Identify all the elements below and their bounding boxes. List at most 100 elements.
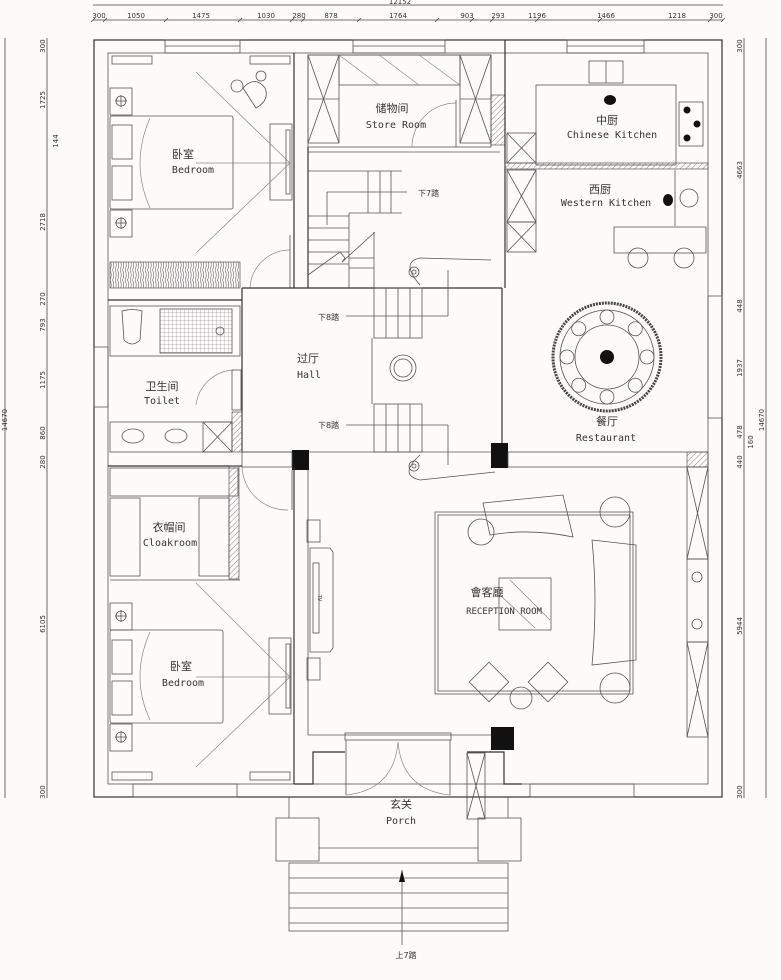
left-dim: 2718	[39, 213, 47, 231]
dimension-tick	[597, 17, 603, 23]
reception-room: TV 會客廳 RECEPTION ROOM	[306, 466, 709, 750]
armchair	[242, 81, 267, 109]
room-label-en: Porch	[386, 816, 416, 827]
tv-label: TV	[316, 594, 322, 602]
top-dim: 300	[92, 12, 105, 20]
room-label-cn: 西厨	[589, 183, 611, 196]
hall: 下8踏 下8踏 过厅 Hall	[241, 270, 508, 481]
stair-note: 下8踏	[318, 312, 339, 322]
right-dim: 160	[747, 435, 755, 448]
room-label-cn: 玄关	[390, 797, 412, 811]
entrance-door	[345, 741, 399, 796]
dimension-tick	[469, 17, 475, 23]
dimension-tick	[356, 17, 362, 23]
side-table	[599, 672, 631, 704]
top-dim: 280	[292, 12, 305, 20]
dimension-tick	[300, 17, 306, 23]
right-dim: 478	[736, 425, 744, 438]
left-dim: 793	[39, 318, 47, 331]
entrance-steps	[288, 862, 509, 932]
stairs-upper: 下7踏	[307, 147, 500, 288]
basin	[121, 428, 145, 444]
top-dim: 1218	[668, 12, 686, 20]
room-label-en: Hall	[297, 370, 321, 381]
basin	[164, 428, 188, 444]
coffee-table	[498, 577, 552, 631]
tv-cabinet	[269, 123, 293, 201]
top-dim: 293	[491, 12, 504, 20]
armchair	[527, 661, 569, 703]
chinese-kitchen: 中厨 Chinese Kitchen	[504, 40, 709, 288]
porch: 玄关 Porch 上7踏	[275, 732, 522, 960]
room-label-cn: 卧室	[172, 147, 194, 161]
sofa	[591, 539, 637, 666]
armchair	[468, 661, 510, 703]
top-dim: 878	[324, 12, 337, 20]
right-dim: 300	[736, 39, 744, 52]
dining-chair	[571, 377, 587, 393]
bed	[109, 115, 234, 210]
stove	[678, 101, 704, 147]
column	[491, 727, 514, 750]
room-label-cn: 卫生间	[146, 379, 179, 393]
dimension-tick	[707, 17, 713, 23]
left-dimension-lines: 14670 300 1725 144 2718 270 793 1175 860…	[1, 38, 60, 799]
room-label-cn: 餐厅	[596, 414, 618, 428]
left-dim: 1725	[39, 91, 47, 109]
room-label-en: RECEPTION ROOM	[466, 607, 542, 617]
stair-note: 下7踏	[418, 188, 439, 198]
round-dining-table	[551, 301, 663, 413]
top-dim: 1196	[528, 12, 546, 20]
dimension-tick	[90, 17, 96, 23]
dining-chairs	[559, 309, 655, 405]
western-kitchen: 西厨 Western Kitchen	[506, 169, 707, 269]
bar-stool	[627, 247, 649, 269]
side-table	[467, 518, 495, 546]
room-label-en: Chinese Kitchen	[567, 130, 657, 141]
tv-stand	[309, 547, 334, 653]
right-dim: 1937	[736, 359, 744, 377]
bar-stool	[673, 247, 695, 269]
right-dimension-lines: 14670 300 4663 448 1937 478 160 440 5944…	[736, 38, 767, 799]
vanity	[109, 421, 233, 453]
dimension-tick	[163, 17, 169, 23]
room-label-cn: 储物间	[376, 101, 409, 115]
right-dim: 5944	[736, 617, 744, 635]
room-label-en: Cloakroom	[143, 538, 197, 549]
armchair	[482, 494, 574, 538]
room-label-en: Bedroom	[172, 165, 214, 176]
porch-pillar	[275, 817, 320, 862]
left-dim: 300	[39, 39, 47, 52]
top-dim: 1050	[127, 12, 145, 20]
outer-walls	[93, 39, 723, 798]
plant-icon	[599, 496, 631, 528]
lamp-icon	[691, 571, 703, 583]
left-dim: 860	[39, 426, 47, 439]
room-label-cn: 會客廳	[471, 585, 504, 599]
left-dim: 280	[39, 455, 47, 468]
entrance-door	[397, 741, 451, 796]
room-label-en: Store Room	[366, 120, 426, 131]
toilet-bowl	[121, 309, 143, 345]
person-icon	[604, 95, 616, 105]
person-icon	[663, 194, 673, 206]
dimension-tick	[289, 17, 295, 23]
top-dim: 903	[460, 12, 473, 20]
centerpiece-icon	[600, 350, 614, 364]
dining-chair	[627, 377, 643, 393]
left-dim: 270	[39, 292, 47, 305]
top-dim: 1475	[192, 12, 210, 20]
right-dim: 448	[736, 299, 744, 312]
shower-tray	[159, 308, 233, 354]
dining-chair	[559, 349, 575, 365]
top-dim: 1466	[597, 12, 615, 20]
dining-chair	[599, 389, 615, 405]
store-room: 储物间 Store Room	[307, 54, 506, 148]
toilet: 卫生间 Toilet	[108, 299, 243, 453]
room-label-cn: 中厨	[596, 114, 618, 127]
left-dim: 144	[52, 134, 60, 148]
left-dim: 1175	[39, 371, 47, 389]
top-dim: 1030	[257, 12, 275, 20]
dimension-tick	[489, 17, 495, 23]
dimension-tick	[720, 17, 726, 23]
